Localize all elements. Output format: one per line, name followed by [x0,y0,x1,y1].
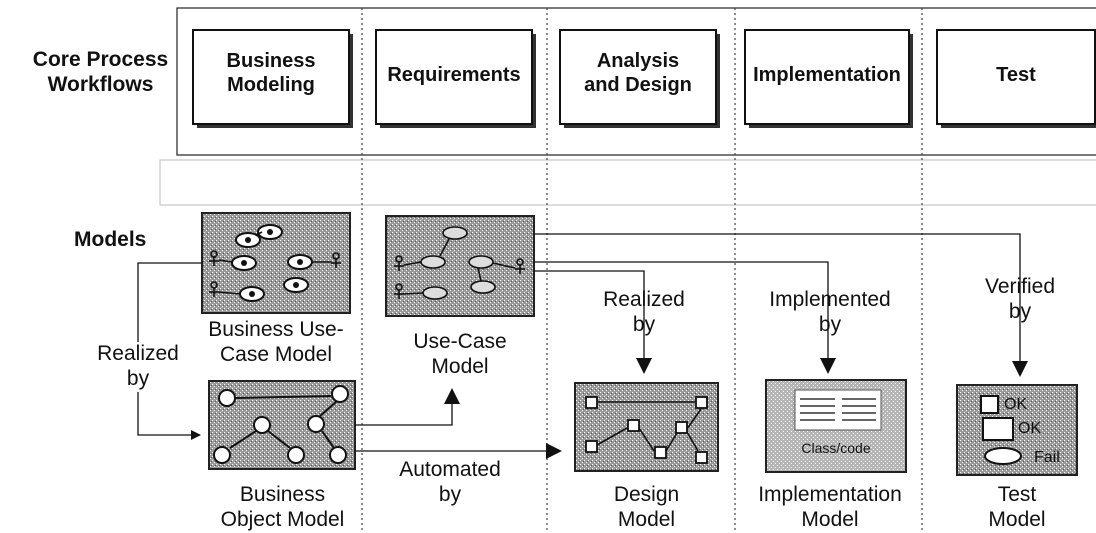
fail-text: Fail [1034,449,1060,466]
verified-by-label: Verified by [984,275,1056,323]
workflow-test: Test [996,64,1036,86]
design-model-icon [574,382,719,472]
business-use-case-model-icon [201,212,351,314]
use-case-model-label: Use-Case Model [413,330,507,378]
implementation-model-label: Implementation Model [758,483,902,531]
workflow-business-modeling: Business Modeling [226,50,316,96]
business-object-model-icon [208,380,356,470]
business-use-case-model-label: Business Use- Case Model [208,318,344,366]
implemented-by-label: Implemented by [769,288,891,336]
use-case-model-icon [385,215,535,317]
test-model-label: Test Model [988,483,1046,531]
core-process-workflows-label: Core Process Workflows [32,48,169,96]
connectors [137,233,1028,459]
test-model-icon [956,384,1078,476]
models-label: Models [74,228,147,251]
workflow-requirements: Requirements [387,64,521,86]
realized-by-label: Realized by [603,288,685,336]
workflow-analysis-and-design: Analysis and Design [584,50,692,96]
class-code-text: Class/code [801,440,871,456]
workflow-row-frame [176,7,1096,156]
business-object-model-label: Business Object Model [220,483,345,531]
workflow-boxes [192,29,1096,128]
ok-text-1: OK [1004,396,1028,413]
workflow-row-lower-band [159,159,1096,206]
automated-by-label: Automated by [399,458,501,506]
workflow-implementation: Implementation [753,64,901,86]
implementation-model-icon [765,379,907,473]
design-model-label: Design Model [613,483,680,531]
ok-text-2: OK [1018,420,1042,437]
realized-by-left-label: Realized by [78,342,198,392]
